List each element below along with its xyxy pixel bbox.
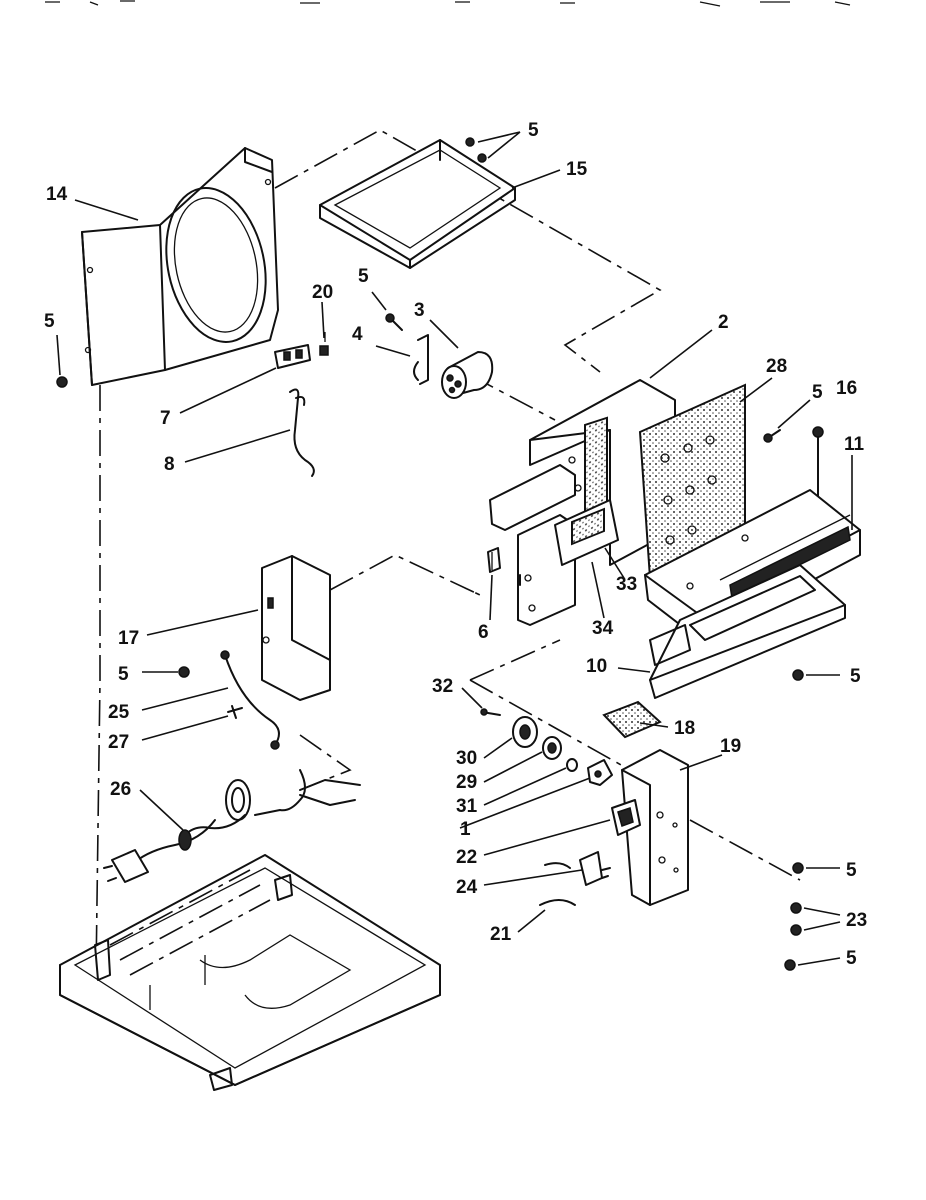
callout-1: 1 [460, 819, 471, 840]
top-edge-artifact [45, 0, 851, 7]
callout-33: 33 [616, 574, 637, 595]
callout-26: 26 [110, 779, 131, 800]
callout-5-tray: 5 [850, 666, 861, 687]
part-4-capacitor-strap [413, 334, 429, 385]
part-5-screw-cap [385, 313, 403, 331]
part-25-wire [220, 650, 280, 750]
callout-16: 16 [836, 378, 857, 399]
part-2-chassis-bracket [489, 379, 676, 626]
part-7-terminal-block [274, 344, 311, 369]
part-5-screw-left-panel [56, 376, 68, 388]
callout-21: 21 [490, 924, 512, 945]
part-10-drain-tray [649, 564, 846, 699]
part-3-capacitor [441, 351, 494, 399]
callout-30: 30 [456, 748, 477, 769]
callout-24: 24 [456, 877, 478, 898]
part-17-control-bracket [261, 555, 331, 701]
callout-19: 19 [720, 736, 741, 757]
part-30-knob [512, 716, 538, 748]
callout-5-top: 5 [528, 120, 539, 141]
callout-6: 6 [478, 622, 489, 643]
part-5-screw-tray [792, 669, 840, 681]
callout-5-control-upper: 5 [846, 860, 857, 881]
part-29-knob [542, 736, 562, 760]
callout-5-control-lower: 5 [846, 948, 857, 969]
part-6-clip [487, 547, 501, 573]
callout-17: 17 [118, 628, 139, 649]
callout-14: 14 [46, 184, 68, 205]
part-23-screws [790, 902, 841, 936]
part-19-control-panel [621, 749, 689, 906]
callout-3: 3 [414, 300, 425, 321]
callout-28: 28 [766, 356, 787, 377]
part-15-top-bracket [319, 139, 516, 269]
assembly-alignment-lines [95, 129, 801, 976]
callout-5-bracket: 5 [118, 664, 129, 685]
unit-base-pan [59, 854, 441, 1091]
part-33-34-vent-plate [554, 499, 619, 566]
callout-11: 11 [844, 434, 865, 455]
callout-34: 34 [592, 618, 614, 639]
callout-2: 2 [718, 312, 729, 333]
part-21-wire [539, 862, 576, 906]
part-5-screw-grille [763, 429, 781, 443]
part-24-relay [579, 851, 611, 886]
part-26-power-cord [103, 769, 361, 883]
part-5-screws-top [465, 137, 487, 163]
callout-32: 32 [432, 676, 453, 697]
callout-10: 10 [586, 656, 607, 677]
part-32-screw [480, 708, 501, 716]
callout-5-left-panel: 5 [44, 311, 55, 332]
callout-31: 31 [456, 796, 478, 817]
part-16-screw [812, 426, 824, 506]
part-18-label [602, 700, 662, 739]
callout-leader-lines [56, 131, 853, 933]
part-5-screw-control-lower [784, 957, 841, 971]
callout-22: 22 [456, 847, 477, 868]
callout-20: 20 [312, 282, 333, 303]
part-8-wire-clip [289, 388, 315, 477]
callout-27: 27 [108, 732, 129, 753]
callout-29: 29 [456, 772, 477, 793]
part-1-thermostat [587, 759, 613, 786]
callout-15: 15 [566, 159, 588, 180]
callout-4: 4 [352, 324, 363, 345]
callout-5-grille: 5 [812, 382, 823, 403]
part-27-screw [227, 705, 243, 719]
part-31-spacer [566, 758, 578, 772]
callout-8: 8 [164, 454, 175, 475]
callout-23: 23 [846, 910, 867, 931]
part-22-switch [611, 799, 641, 836]
callout-7: 7 [160, 408, 171, 429]
callout-numbers: 5 15 14 20 5 5 3 4 2 28 5 16 11 7 8 33 3… [44, 120, 867, 969]
part-5-screw-control-upper [792, 862, 840, 874]
callout-25: 25 [108, 702, 130, 723]
callout-18: 18 [674, 718, 695, 739]
part-20-clip [319, 332, 329, 356]
callout-5-cap: 5 [358, 266, 369, 287]
part-14-front-panel [81, 147, 279, 386]
part-5-screw-bracket [178, 666, 190, 678]
